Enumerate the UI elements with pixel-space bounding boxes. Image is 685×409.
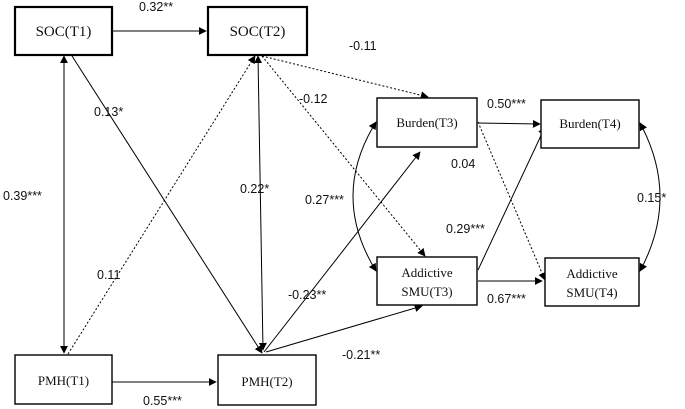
paths [60, 27, 661, 386]
node-burden-t4: Burden(T4) [540, 99, 640, 149]
coef-soc-t2-burden-t3: -0.11 [349, 39, 377, 53]
node-pmh-t2: PMH(T2) [217, 354, 317, 406]
coef-pmh-t2-addictive-t3: -0.21** [342, 348, 380, 362]
node-addictive-smu-t3-line2: SMU(T3) [401, 284, 452, 299]
path-soc-t2-to-burden-t3 [261, 55, 429, 100]
coef-addictive-t3-addictive-t4: 0.67*** [487, 292, 526, 306]
coefficient-labels: 0.32** -0.11 0.13* -0.12 0.50*** 0.04 0.… [3, 0, 666, 408]
path-burden-addictive-t3-covariance [352, 121, 377, 272]
node-pmh-t1: PMH(T1) [14, 354, 113, 405]
coef-burden-addictive-t3: 0.27*** [305, 193, 344, 207]
node-addictive-smu-t3: Addictive SMU(T3) [376, 256, 478, 306]
path-soc-t2-to-addictive-t3 [261, 55, 426, 257]
path-pmh-t2-to-addictive-t3 [265, 304, 423, 353]
coef-pmh-t1-soc-t2: 0.11 [97, 268, 120, 282]
coef-soc-t2-pmh-t2: 0.22* [240, 182, 269, 196]
node-pmh-t1-label: PMH(T1) [38, 373, 89, 388]
node-addictive-smu-t3-line1: Addictive [401, 265, 452, 280]
path-burden-t3-to-addictive-t4 [477, 121, 546, 281]
node-soc-t1: SOC(T1) [13, 5, 114, 57]
coef-pmh-t2-burden-t3: -0.23** [288, 288, 326, 302]
node-addictive-smu-t4: Addictive SMU(T4) [544, 257, 640, 307]
node-soc-t2-label: SOC(T2) [230, 24, 286, 40]
node-addictive-smu-t4-line2: SMU(T4) [566, 285, 617, 300]
path-pmh-t1-to-soc-t2 [67, 55, 256, 355]
node-burden-t3-label: Burden(T3) [396, 115, 457, 130]
coef-burden-t3-burden-t4: 0.50*** [487, 97, 526, 111]
coef-addictive-t3-burden-t4: 0.29*** [446, 222, 485, 236]
path-pmh-t2-to-burden-t3 [263, 151, 421, 353]
coef-burden-t3-addictive-t4: 0.04 [451, 157, 475, 171]
path-burden-addictive-t4-covariance [639, 122, 661, 272]
coef-pmh-t1-pmh-t2: 0.55*** [143, 394, 182, 408]
path-addictive-t3-to-burden-t4 [477, 126, 546, 271]
coef-burden-addictive-t4: 0.15* [637, 191, 666, 205]
path-burden-t3-to-burden-t4 [477, 119, 541, 128]
coef-soc-t2-addictive-t3: -0.12 [299, 92, 328, 106]
node-burden-t3: Burden(T3) [376, 97, 478, 148]
node-pmh-t2-label: PMH(T2) [241, 374, 292, 389]
node-soc-t1-label: SOC(T1) [36, 24, 92, 40]
node-addictive-smu-t4-line1: Addictive [566, 266, 617, 281]
path-soc-t2-pmh-t2-covariance [254, 55, 267, 351]
coef-soc-t1-pmh-t1: 0.39*** [3, 189, 42, 203]
node-soc-t2: SOC(T2) [206, 5, 309, 57]
node-burden-t4-label: Burden(T4) [559, 116, 620, 131]
path-soc-t1-to-pmh-t2 [71, 55, 263, 354]
coef-soc-t1-soc-t2: 0.32** [139, 0, 173, 14]
coef-soc-t1-pmh-t2: 0.13* [94, 105, 123, 119]
